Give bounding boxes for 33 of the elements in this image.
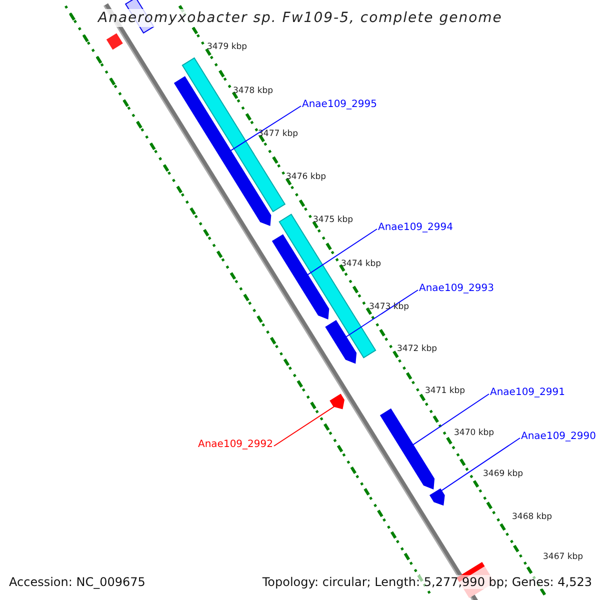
scale-label: 3476 kbp [286,171,326,184]
scale-label: 3467 kbp [543,551,584,564]
leader-line [307,228,378,276]
gene-feature [272,234,330,320]
accession-text: Accession: NC_009675 [9,575,146,589]
gene-label: Anae109_2993 [419,282,494,296]
genome-summary-text: Topology: circular; Length: 5,277,990 bp; Genes: 4,523 [262,575,592,589]
leader-line [412,394,490,446]
scale-label: 3478 kbp [233,85,274,98]
gene-feature [380,408,435,490]
gene-label: Anae109_2990 [521,430,596,444]
leader-line [346,290,418,338]
gene-feature [429,488,445,506]
scale-label: 3477 kbp [258,128,298,141]
leader-line [274,406,335,446]
scale-label: 3475 kbp [313,214,354,227]
gene-label: Anae109_2995 [302,98,377,112]
scale-label: 3473 kbp [369,301,410,314]
gene-label: Anae109_2992 [198,438,273,452]
gene-feature [325,320,357,364]
scale-label: 3468 kbp [512,511,552,524]
scale-label: 3474 kbp [341,258,382,271]
gene-feature [330,394,344,410]
leader-line [440,438,520,492]
title: Anaeromyxobacter sp. Fw109-5, complete genome [98,9,502,27]
scale-label: 3479 kbp [207,41,248,54]
gene-label: Anae109_2991 [490,386,565,400]
scale-label: 3469 kbp [483,468,524,481]
leader-line [230,106,302,152]
scale-label: 3470 kbp [454,427,494,440]
scale-label: 3471 kbp [425,385,466,398]
gene-label: Anae109_2994 [378,221,453,235]
scale-label: 3472 kbp [397,343,438,356]
